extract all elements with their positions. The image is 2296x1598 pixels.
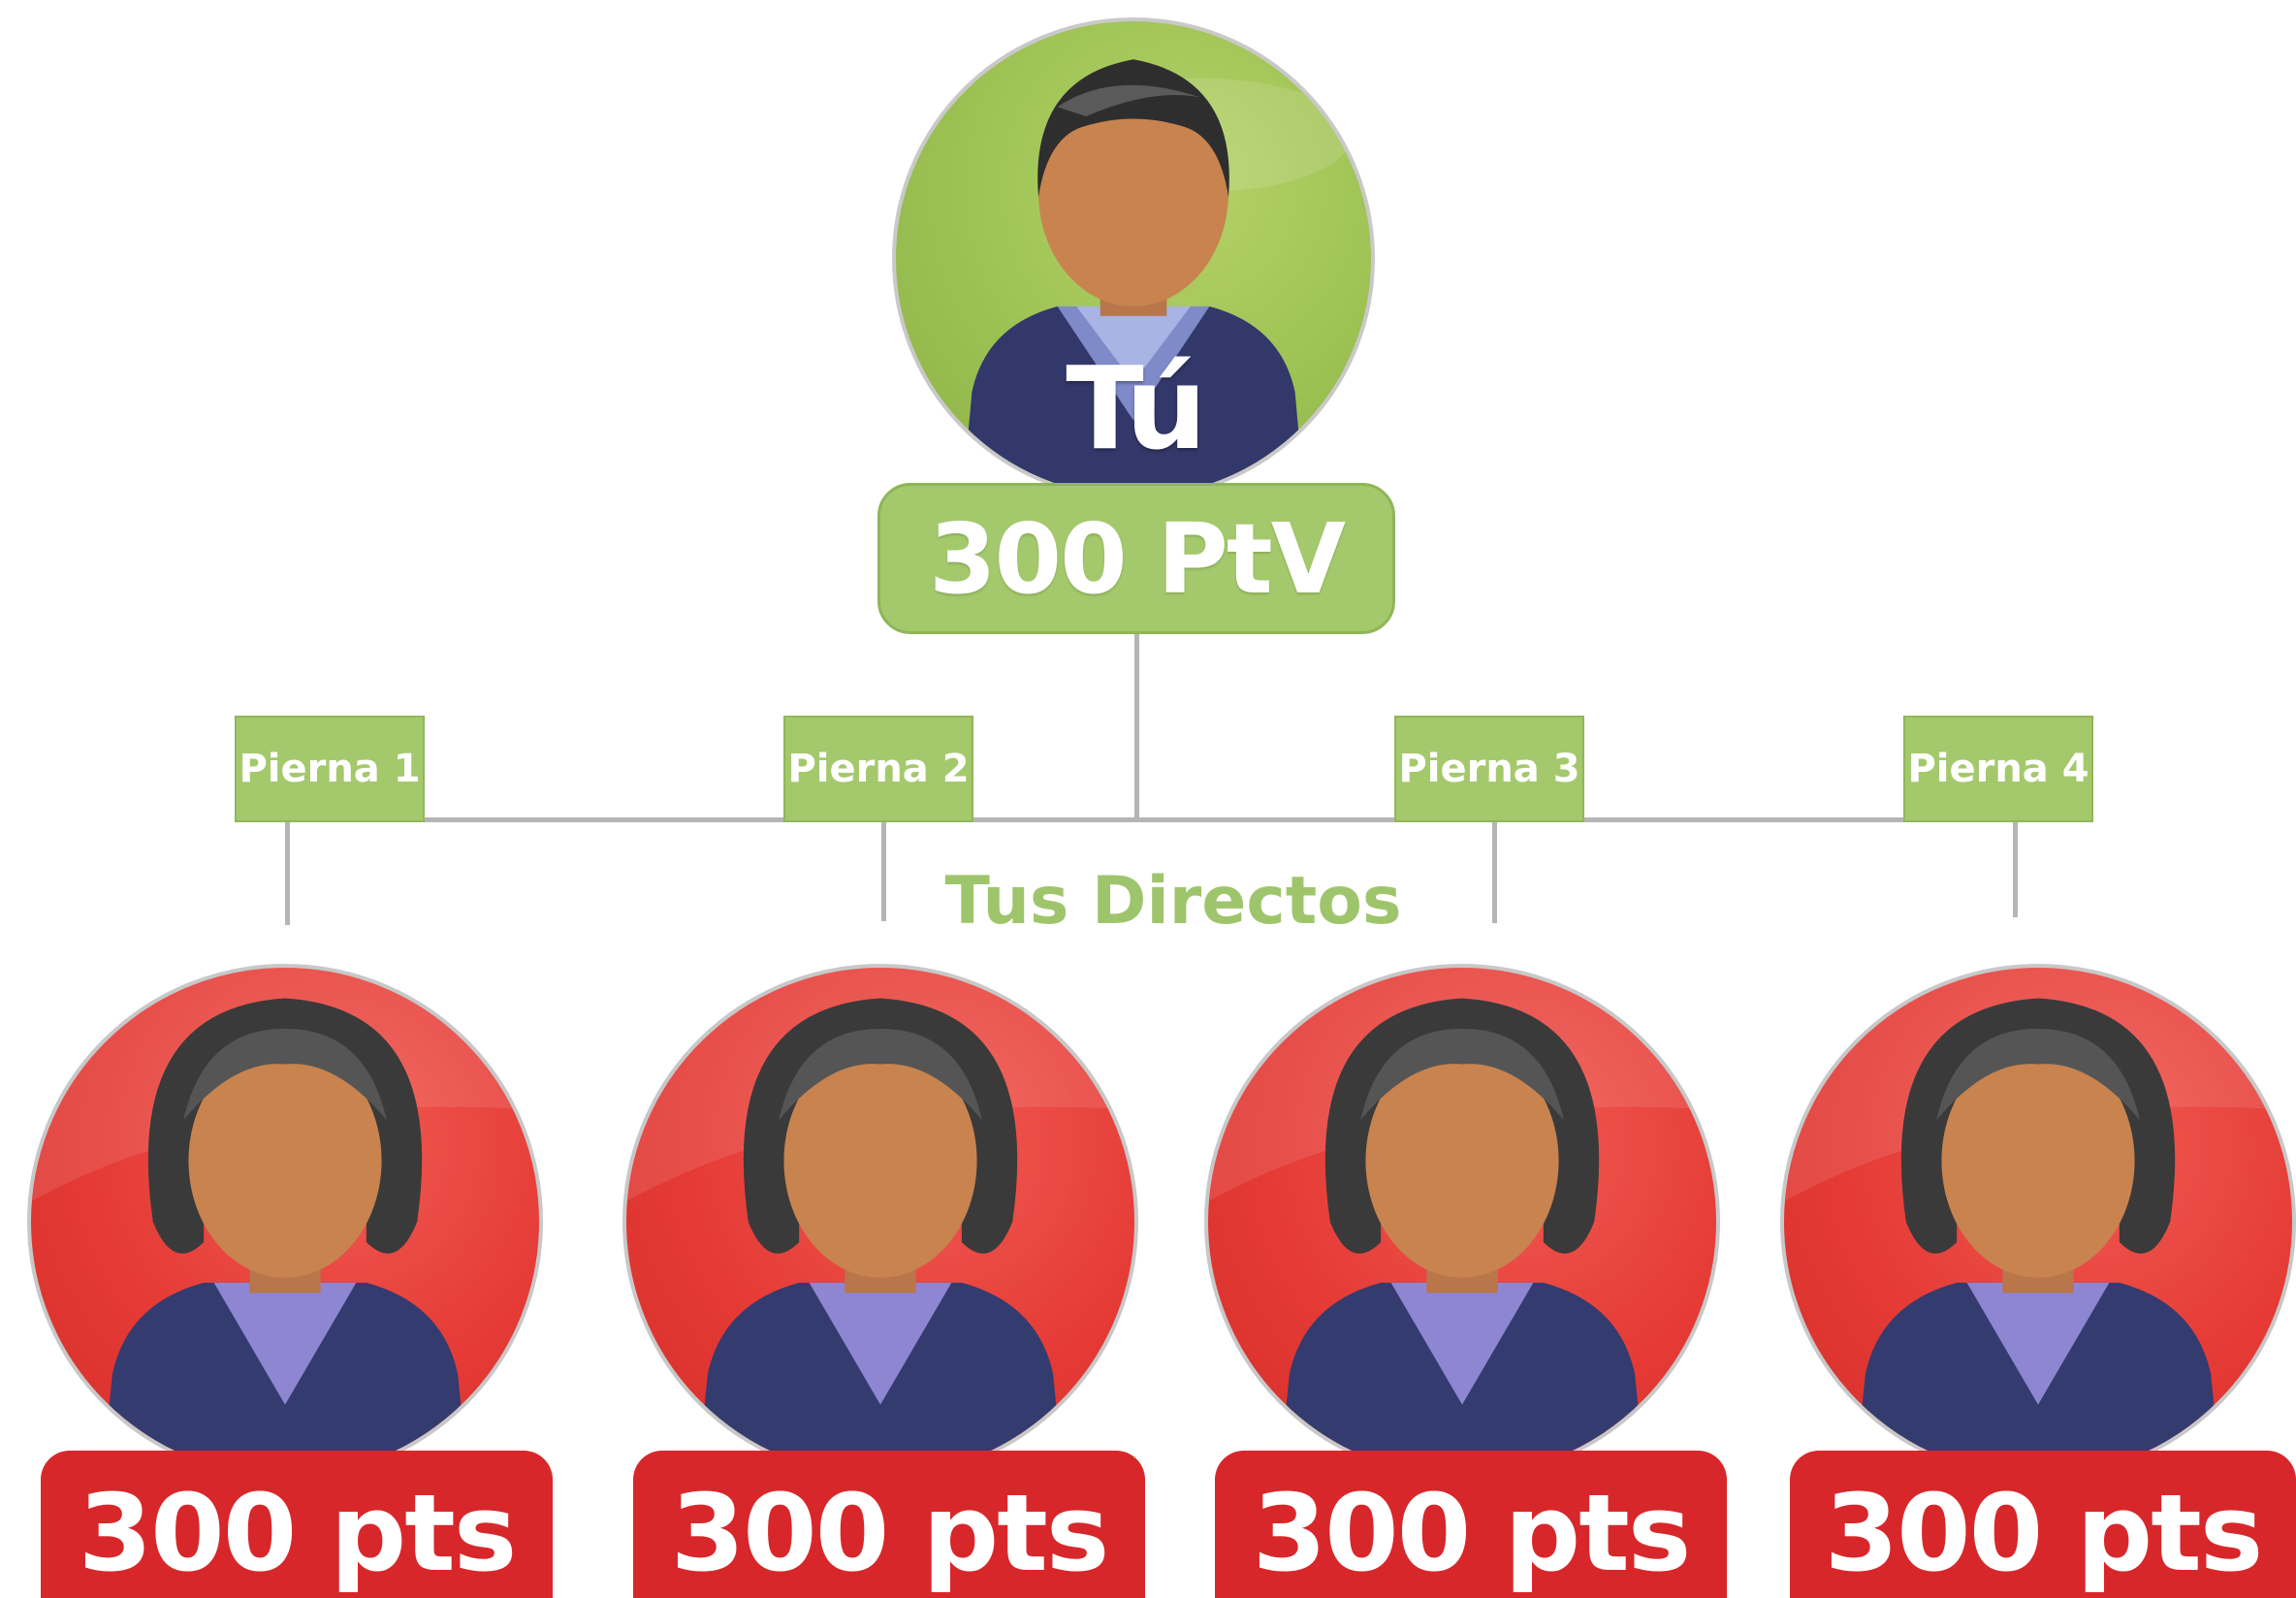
connector-leg-1 [285, 822, 290, 925]
connector-horizontal [285, 817, 2089, 822]
root-points-badge: 300 PtV [877, 483, 1395, 634]
connector-leg-4 [2013, 822, 2018, 917]
child-points-badge-3: 300 pts [1215, 1451, 1727, 1598]
child-avatar-3 [1204, 964, 1720, 1480]
child-avatar-4 [1780, 964, 2296, 1480]
child-points-badge-2: 300 pts [633, 1451, 1145, 1598]
connector-root-down [1134, 634, 1139, 822]
directs-label: Tus Directos [944, 863, 1402, 940]
root-name: Tú [1066, 341, 1207, 475]
connector-leg-3 [1492, 822, 1497, 923]
businessman-icon [962, 59, 1353, 496]
child-avatar-2 [622, 964, 1138, 1480]
root-avatar: Tú [892, 17, 1375, 500]
businesswoman-icon [31, 968, 539, 1476]
businesswoman-icon [1208, 968, 1716, 1476]
leg-label-3: Pierna 3 [1394, 716, 1584, 822]
connector-leg-2 [881, 822, 886, 921]
child-points-badge-4: 300 pts [1790, 1451, 2296, 1598]
child-avatar-1 [27, 964, 543, 1480]
leg-label-4: Pierna 4 [1903, 716, 2093, 822]
child-points-badge-1: 300 pts [41, 1451, 553, 1598]
leg-label-1: Pierna 1 [235, 716, 425, 822]
businesswoman-icon [1784, 968, 2292, 1476]
leg-label-2: Pierna 2 [783, 716, 973, 822]
businesswoman-icon [626, 968, 1134, 1476]
